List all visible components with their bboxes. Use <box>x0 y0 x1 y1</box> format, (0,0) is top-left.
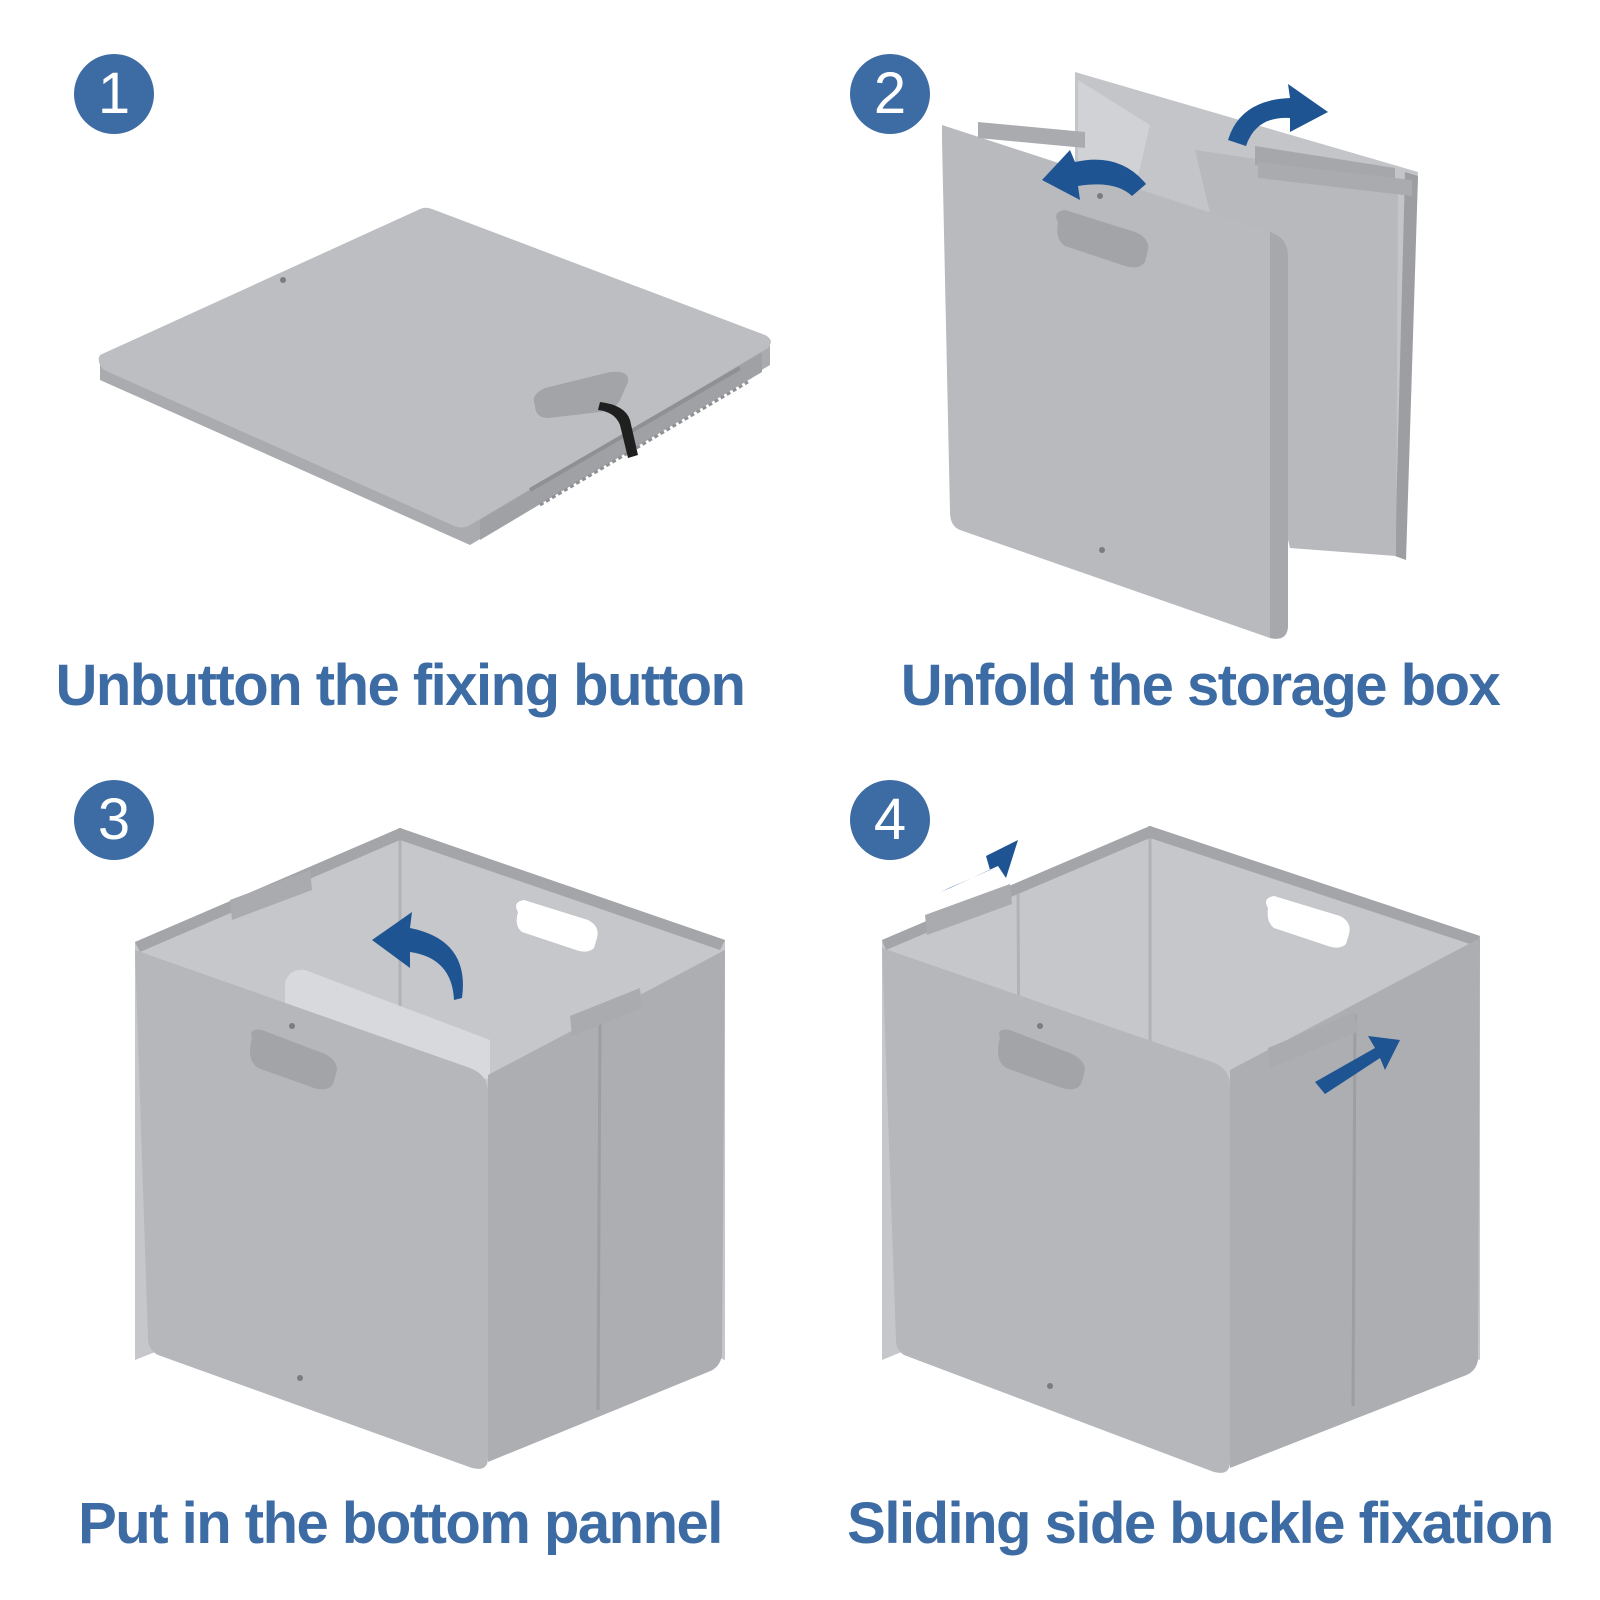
unfolding-box-illustration <box>942 72 1418 639</box>
curved-arrow-right-icon <box>1228 84 1328 146</box>
assembled-box-illustration <box>882 826 1480 1473</box>
step-4-number-badge: 4 <box>850 780 930 860</box>
curved-arrow-icon <box>372 912 463 1000</box>
step-4-panel: 4 Sliding side buckle fixation <box>800 780 1600 1600</box>
curved-arrow-left-icon <box>1042 150 1146 200</box>
step-1-panel: 1 Unbutton the fixing button <box>0 0 800 800</box>
step-3-panel: 3 Put in the bottom pannel <box>0 780 800 1600</box>
step-2-caption: Unfold the storage box <box>900 653 1501 718</box>
step-2-panel: 2 Unfold the storage box <box>800 0 1600 800</box>
step-4-caption: Sliding side buckle fixation <box>847 1491 1554 1556</box>
step-2-number-badge: 2 <box>850 54 930 134</box>
step-3-caption: Put in the bottom pannel <box>78 1491 723 1556</box>
open-box-bottom-panel-illustration <box>135 828 725 1469</box>
step-1-caption: Unbutton the fixing button <box>55 653 746 718</box>
step-3-number-badge: 3 <box>74 780 154 860</box>
push-arrow-left-icon <box>940 840 1018 892</box>
folded-box-illustration <box>98 207 771 545</box>
step-1-number-badge: 1 <box>74 54 154 134</box>
push-arrow-right-icon <box>1315 1036 1400 1094</box>
